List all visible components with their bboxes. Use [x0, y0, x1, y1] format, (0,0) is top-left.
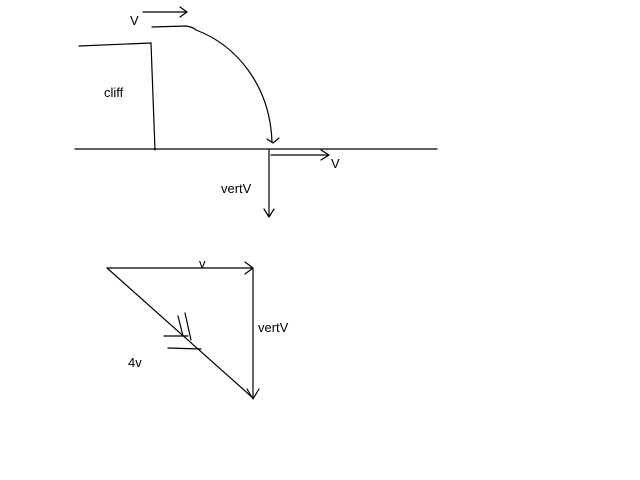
triangle-vertical-label: vertV: [258, 320, 289, 335]
triangle-horizontal-arrow: [106, 261, 254, 275]
cliff-scene: cliff V: [74, 6, 438, 151]
landing-vertical-arrow: [263, 149, 275, 218]
cliff-top-line: [78, 42, 152, 47]
resultant-arrowhead-marks: [163, 312, 202, 350]
landing-vertical-label: vertV: [221, 181, 252, 196]
triangle-horizontal-label: v: [199, 256, 206, 271]
triangle-resultant-line: [106, 267, 254, 399]
vector-triangle: v vertV 4v: [106, 256, 289, 400]
triangle-resultant-label: 4v: [128, 355, 142, 370]
landing-components: V vertV: [221, 149, 340, 218]
trajectory-arrowhead: [266, 137, 280, 144]
cliff-face-line: [150, 42, 156, 151]
triangle-vertical-arrow: [246, 267, 260, 400]
trajectory-curve: [151, 25, 273, 143]
initial-velocity-arrow: [142, 6, 188, 18]
landing-horizontal-label: V: [331, 156, 340, 171]
landing-horizontal-arrow: [270, 149, 330, 161]
cliff-label: cliff: [104, 85, 124, 100]
initial-velocity-label: V: [130, 13, 139, 28]
